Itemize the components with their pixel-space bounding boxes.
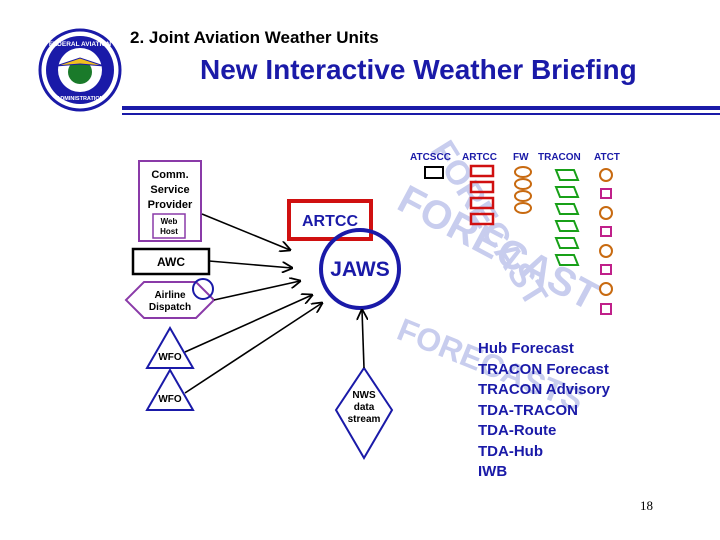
atcscc-display [424,166,444,179]
wfo-triangle-2 [145,367,195,411]
product-tda-route: TDA-Route [478,422,556,439]
comm-service-provider-box [138,160,202,242]
fw-displays [514,166,532,214]
wfo-label-2: WFO [158,394,182,405]
wfo-label-1: WFO [158,352,182,363]
web-host-box [152,213,186,239]
artcc-box [287,199,373,241]
product-tda-tracon: TDA-TRACON [478,402,578,419]
section-subtitle: 2. Joint Aviation Weather Units [130,28,379,47]
product-iwb: IWB [478,463,507,480]
nws-label-1: NWS [352,390,376,401]
airline-label-1: Airline [154,290,186,301]
column-atcscc: ATCSCC [410,152,451,163]
tracon-displays [554,169,580,266]
logo-text-top: FEDERAL AVIATION [49,41,112,48]
airline-display-icon [192,278,214,300]
nws-label-2: data [354,402,375,413]
product-hub-forecast: Hub Forecast [478,340,574,357]
product-tracon-advisory: TRACON Advisory [478,381,611,398]
title-rule-thin [122,113,720,115]
column-artcc: ARTCC [462,152,497,163]
awc-label: AWC [157,255,185,269]
logo-text-bottom: ADMINISTRATION [56,96,103,102]
column-tracon: TRACON [538,152,581,163]
column-fw: FW [513,152,529,163]
page-number: 18 [640,498,653,513]
airline-label-2: Dispatch [149,302,191,313]
page-title: New Interactive Weather Briefing [200,54,637,85]
product-list: Hub Forecast TRACON Forecast TRACON Advi… [478,340,611,480]
jaws-hub [319,228,401,310]
nws-label-3: stream [348,414,381,425]
product-tracon-forecast: TRACON Forecast [478,361,609,378]
faa-logo: FEDERAL AVIATION ADMINISTRATION [38,28,122,117]
artcc-label: ARTCC [302,213,358,230]
jaws-label: JAWS [330,258,390,281]
product-tda-hub: TDA-Hub [478,443,543,460]
column-atct: ATCT [594,152,620,163]
provider-label-3: Provider [148,199,193,211]
provider-label-1: Comm. [151,169,188,181]
title-rule [122,106,720,110]
artcc-displays [469,164,495,226]
data-flow-arrows [184,213,364,394]
provider-label-2: Service [150,184,189,196]
web-host-label-1: Web [161,217,178,226]
web-host-label-2: Host [160,227,178,236]
atct-displays [599,168,613,315]
nws-data-stream-shape [334,366,394,460]
